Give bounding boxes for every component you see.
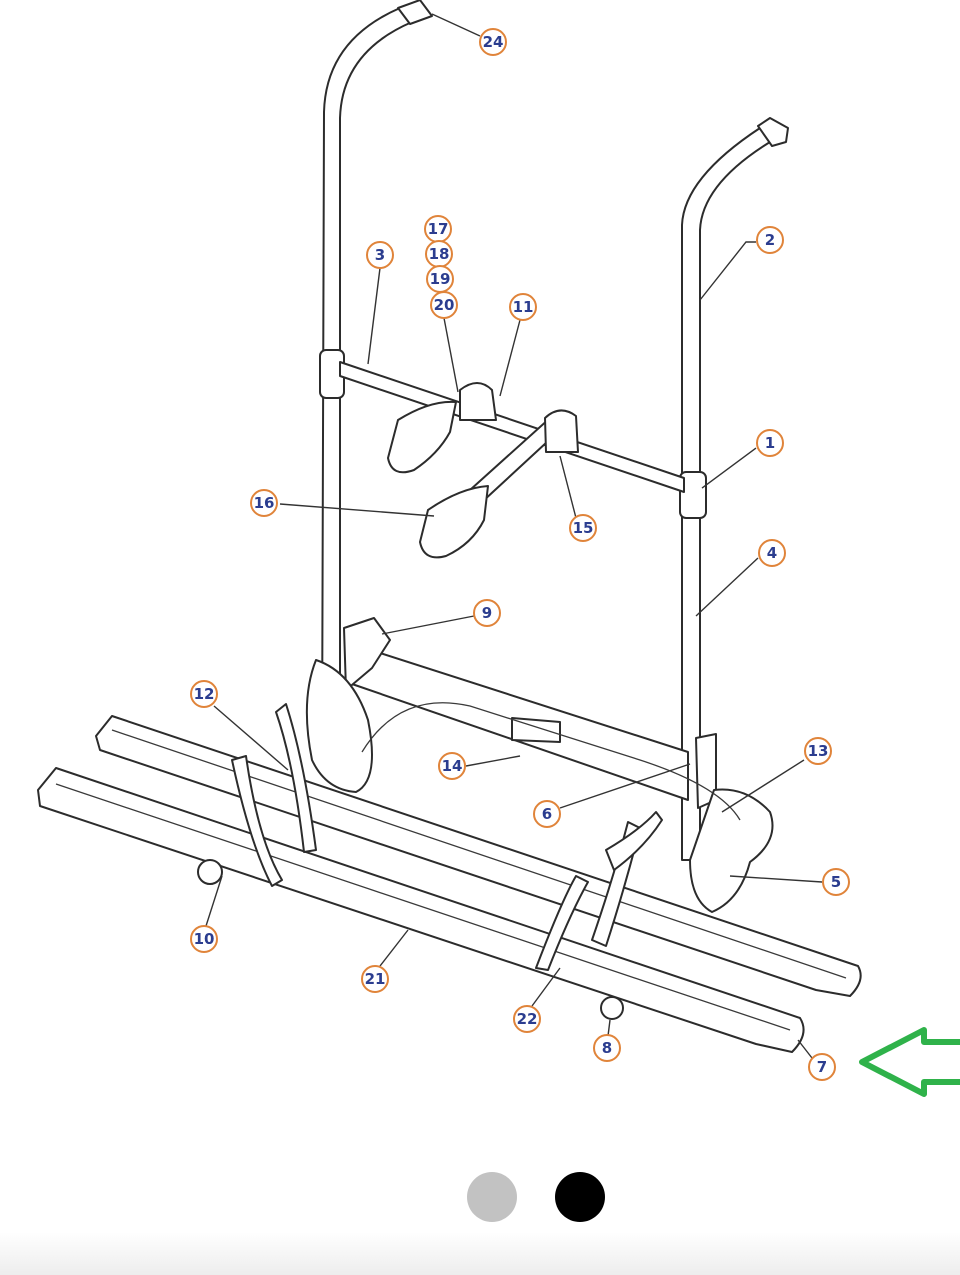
callout-24: 24	[479, 28, 507, 56]
callout-16: 16	[250, 489, 278, 517]
rail-front	[37, 767, 805, 1053]
svg-text:6: 6	[542, 805, 552, 823]
callout-10: 10	[190, 925, 218, 953]
wheel-strap-right-a	[535, 875, 589, 971]
svg-text:2: 2	[765, 231, 775, 249]
callout-17: 17	[424, 215, 452, 243]
svg-text:3: 3	[375, 246, 385, 264]
wheel-strap-left-a	[231, 755, 283, 887]
knob-left	[197, 859, 223, 885]
sleeve-right	[679, 471, 707, 519]
callout-8: 8	[593, 1034, 621, 1062]
callout-4: 4	[758, 539, 786, 567]
callout-1: 1	[756, 429, 784, 457]
callout-12: 12	[190, 680, 218, 708]
knob-right	[600, 996, 624, 1020]
callout-11: 11	[509, 293, 537, 321]
side-plate-left	[305, 659, 373, 793]
callout-19: 19	[426, 265, 454, 293]
svg-text:7: 7	[817, 1058, 827, 1076]
pagination-dot-1[interactable]	[467, 1172, 517, 1222]
callout-2: 2	[756, 226, 784, 254]
svg-text:4: 4	[767, 544, 777, 562]
callout-21: 21	[361, 965, 389, 993]
wheel-strap-left-b	[275, 703, 317, 853]
bike-clamp-upper-jaw	[387, 400, 457, 474]
callout-6: 6	[533, 800, 561, 828]
center-bracket	[511, 717, 561, 743]
svg-text:19: 19	[430, 270, 451, 288]
svg-text:9: 9	[482, 604, 492, 622]
svg-text:24: 24	[483, 33, 504, 51]
callout-20: 20	[430, 291, 458, 319]
svg-text:13: 13	[808, 742, 829, 760]
callout-14: 14	[438, 752, 466, 780]
svg-text:12: 12	[194, 685, 215, 703]
svg-text:1: 1	[765, 434, 775, 452]
rail-support-loop	[361, 702, 741, 821]
bike-clamp-lower	[544, 409, 579, 453]
svg-text:14: 14	[442, 757, 463, 775]
callout-9: 9	[473, 599, 501, 627]
wheel-strap-right-c	[605, 811, 663, 871]
svg-text:5: 5	[831, 873, 841, 891]
callout-15: 15	[569, 514, 597, 542]
svg-text:22: 22	[517, 1010, 538, 1028]
pagination-dots	[0, 1172, 960, 1222]
callout-5: 5	[822, 868, 850, 896]
callout-3: 3	[366, 241, 394, 269]
svg-text:21: 21	[365, 970, 386, 988]
callout-18: 18	[425, 240, 453, 268]
top-cap-left	[397, 0, 433, 25]
bottom-bar	[0, 1232, 960, 1275]
callout-13: 13	[804, 737, 832, 765]
svg-text:16: 16	[254, 494, 275, 512]
svg-text:18: 18	[429, 245, 450, 263]
leader-lines	[205, 13, 823, 1059]
pagination-dot-2[interactable]	[555, 1172, 605, 1222]
bike-rack-parts-diagram: 24 2 3 17 18 19 20 11 1 16 15 4 9 12 14 …	[37, 0, 960, 1097]
svg-text:8: 8	[602, 1039, 612, 1057]
callout-layer: 24 2 3 17 18 19 20 11 1 16 15 4 9 12 14 …	[190, 28, 850, 1081]
top-cap-right	[757, 117, 789, 147]
callout-22: 22	[513, 1005, 541, 1033]
bike-clamp-upper	[459, 382, 497, 421]
svg-text:17: 17	[428, 220, 449, 238]
svg-text:10: 10	[194, 930, 215, 948]
rail-front-inner	[55, 783, 791, 1031]
rail-back	[95, 715, 862, 997]
bike-clamp-lower-jaw	[419, 485, 489, 559]
arrow-left-icon	[859, 1027, 960, 1097]
svg-text:15: 15	[573, 519, 594, 537]
callout-7: 7	[808, 1053, 836, 1081]
svg-text:20: 20	[434, 296, 455, 314]
svg-text:11: 11	[513, 298, 534, 316]
